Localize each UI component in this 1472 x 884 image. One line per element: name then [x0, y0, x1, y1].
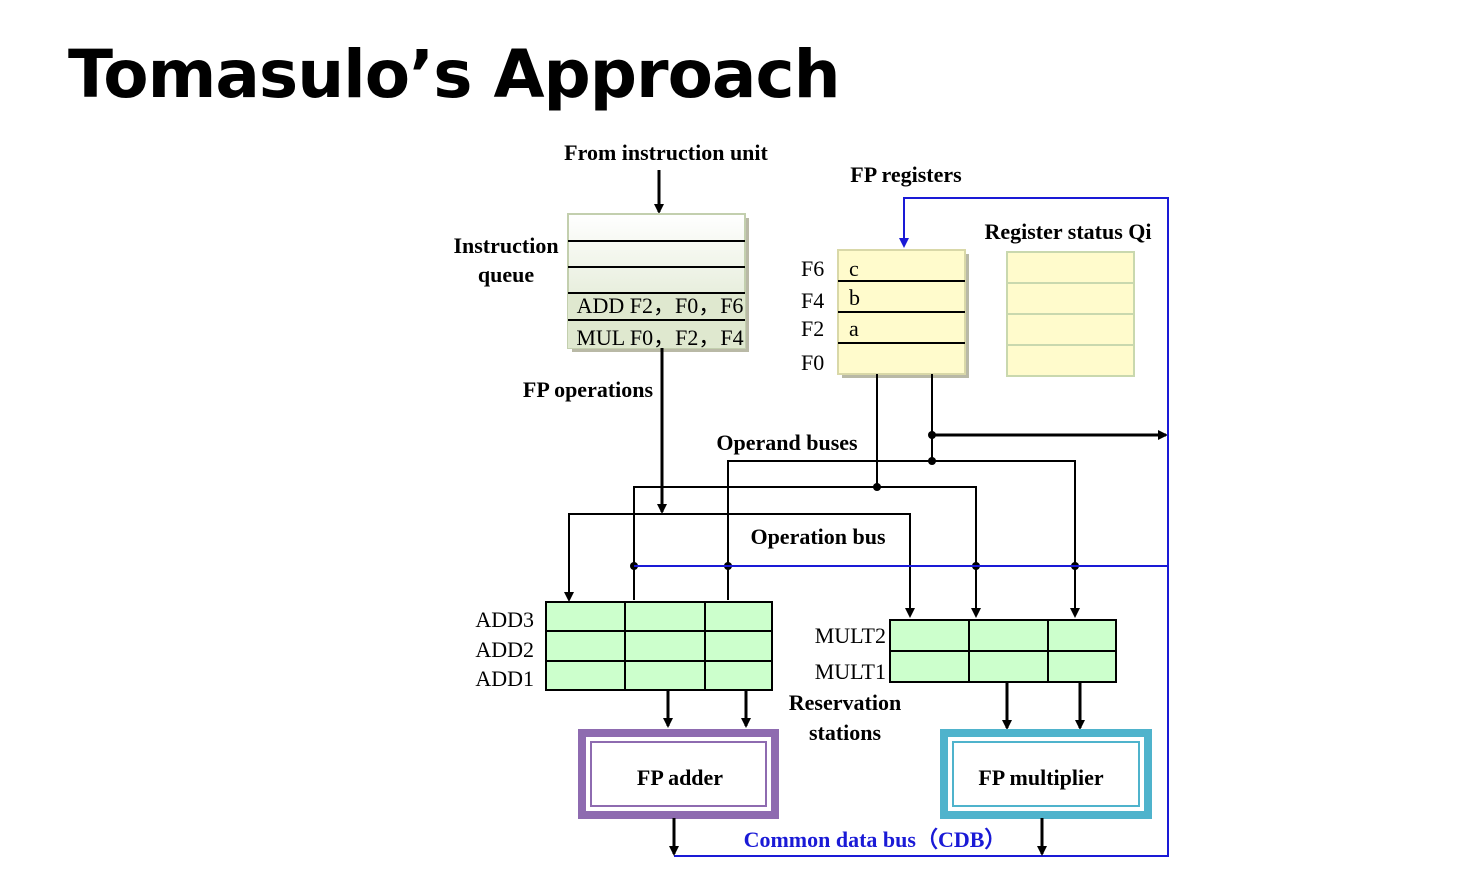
queue-entry: MUL F0，F2，F4: [576, 325, 743, 350]
register-name: F2: [801, 316, 824, 341]
operand-buses-label: Operand buses: [716, 430, 858, 455]
register-value: b: [849, 285, 860, 310]
fp-multiplier-label: FP multiplier: [978, 765, 1104, 790]
register-value: c: [849, 256, 859, 281]
register-name: F4: [801, 288, 824, 313]
station-name: MULT2: [815, 623, 886, 648]
station-name: ADD1: [475, 666, 534, 691]
fp-registers-label: FP registers: [850, 162, 962, 187]
instruction-queue: ADD F2，F0，F6 MUL F0，F2，F4: [567, 213, 749, 352]
reservation-stations-label-1: Reservation: [789, 690, 901, 715]
multiplier-reservation-stations: MULT2 MULT1: [815, 619, 1117, 684]
register-status-table: [1006, 251, 1135, 377]
register-value: a: [849, 316, 859, 341]
fp-adder-label: FP adder: [637, 765, 723, 790]
station-name: ADD3: [475, 607, 534, 632]
unit-to-cdb-arrows: [669, 818, 1047, 856]
reservation-stations-label-2: stations: [809, 720, 882, 745]
operand-buses: [633, 374, 1168, 618]
register-status-label: Register status Qi: [984, 219, 1151, 244]
instruction-queue-label-1: Instruction: [453, 233, 558, 258]
adder-reservation-stations: ADD3 ADD2 ADD1: [475, 601, 773, 691]
station-name: MULT1: [815, 659, 886, 684]
fp-multiplier-unit: FP multiplier: [940, 729, 1152, 819]
common-data-bus: [634, 197, 1169, 857]
fp-operations-label: FP operations: [523, 377, 654, 402]
fp-register-file: F6 F4 F2 F0 c b a: [801, 249, 969, 378]
station-to-unit-arrows: [663, 682, 1085, 730]
instruction-queue-label-2: queue: [478, 262, 534, 287]
slide-title: Tomasulo’s Approach: [68, 36, 841, 113]
cdb-label: Common data bus（CDB）: [744, 827, 1007, 852]
queue-entry: ADD F2，F0，F6: [577, 293, 744, 318]
register-name: F0: [801, 350, 824, 375]
register-name: F6: [801, 256, 824, 281]
station-name: ADD2: [475, 637, 534, 662]
operation-bus-label: Operation bus: [750, 524, 886, 549]
from-instruction-unit-label: From instruction unit: [564, 140, 768, 165]
fp-adder-unit: FP adder: [578, 729, 779, 819]
